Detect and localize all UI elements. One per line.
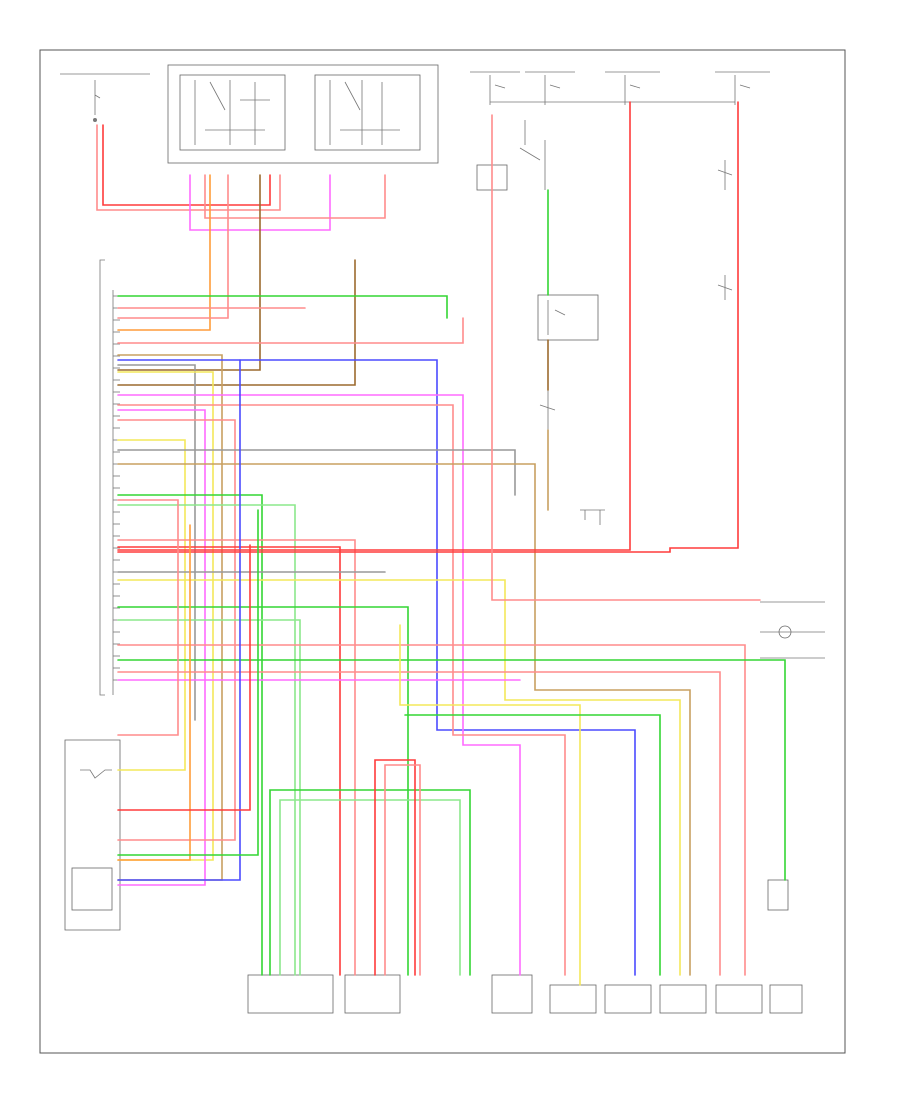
wire-pink-17 [117, 404, 566, 976]
hot-in-run-fuse-3 [605, 71, 660, 105]
shift-control-module [64, 739, 121, 931]
wire-green-44 [269, 789, 471, 976]
wire-gray-14 [117, 364, 196, 721]
wire-pink-47 [384, 764, 421, 976]
wire-pink-6 [117, 174, 229, 319]
relay-block-1 [167, 64, 439, 164]
wire-brown-7 [117, 174, 261, 371]
brake-switch [519, 120, 546, 190]
wire-green-50 [117, 509, 259, 856]
wire-blue-13 [117, 359, 636, 976]
wire-red-51 [117, 544, 251, 811]
wire-green-9 [117, 295, 448, 319]
wire-blue-35 [117, 359, 241, 881]
wires [96, 101, 786, 986]
hot-in-run-fuse-1 [470, 71, 520, 105]
diagram-frame [39, 49, 846, 1054]
wire-yellow-15 [117, 371, 214, 861]
wire-red-38 [117, 101, 631, 551]
wire-light_green-45 [279, 799, 461, 976]
wire-yellow-28 [117, 579, 681, 976]
wire-green-32 [117, 659, 786, 881]
right-rear-speed-sensor [715, 984, 763, 1014]
wire-red-26 [117, 546, 341, 976]
speed-sensor [491, 974, 533, 1014]
shift-solenoids [247, 974, 401, 1014]
relay-block-2 [314, 74, 421, 151]
left-rear-speed-sensor [659, 984, 707, 1014]
hot-in-run-fuse-4 [715, 71, 770, 105]
wire-red-46 [374, 759, 416, 976]
wire-light_green-24 [117, 504, 296, 976]
wire-tan-12 [117, 354, 223, 881]
wire-pink-48 [117, 499, 179, 736]
wire-brown-8 [117, 259, 356, 386]
wire-pink-31 [117, 644, 746, 976]
sensor-ground [580, 509, 605, 525]
wire-orange-5 [117, 174, 211, 331]
wire-pink-19 [117, 419, 236, 841]
wire-pink-4 [204, 174, 386, 219]
neutral-safety-switch [537, 294, 599, 341]
wire-pink-25 [117, 539, 356, 976]
right-front-speed-sensor [604, 984, 652, 1014]
wire-red-39 [117, 101, 739, 553]
engine-control-module [99, 259, 120, 696]
hot-in-run-fuse-2 [525, 71, 575, 105]
wire-pink-10 [117, 317, 464, 344]
wire-violet-16 [117, 394, 521, 976]
wire-yellow-20 [117, 439, 186, 771]
wire-green-29 [117, 606, 409, 976]
wire-green-37 [404, 714, 661, 976]
hot-at-all-times-fuse [60, 73, 150, 122]
wire-pink-40 [491, 114, 761, 601]
wire-light_green-30 [117, 619, 301, 976]
wire-gray-21 [117, 449, 516, 496]
wire-pink-1 [96, 124, 281, 211]
wire-green-23 [117, 494, 263, 976]
backup-lamp-switch [539, 390, 556, 430]
instrument-cluster [760, 601, 825, 659]
wire-pink-33 [117, 671, 721, 976]
wire-violet-18 [117, 409, 206, 886]
wire-tan-22 [117, 463, 691, 976]
left-front-speed-sensor [549, 984, 597, 1014]
wire-orange-49 [117, 524, 191, 861]
wire-red-2 [102, 124, 271, 206]
wire-yellow-36 [399, 624, 581, 986]
pressure-switch [767, 879, 803, 1014]
overdrive-switch [717, 160, 733, 300]
